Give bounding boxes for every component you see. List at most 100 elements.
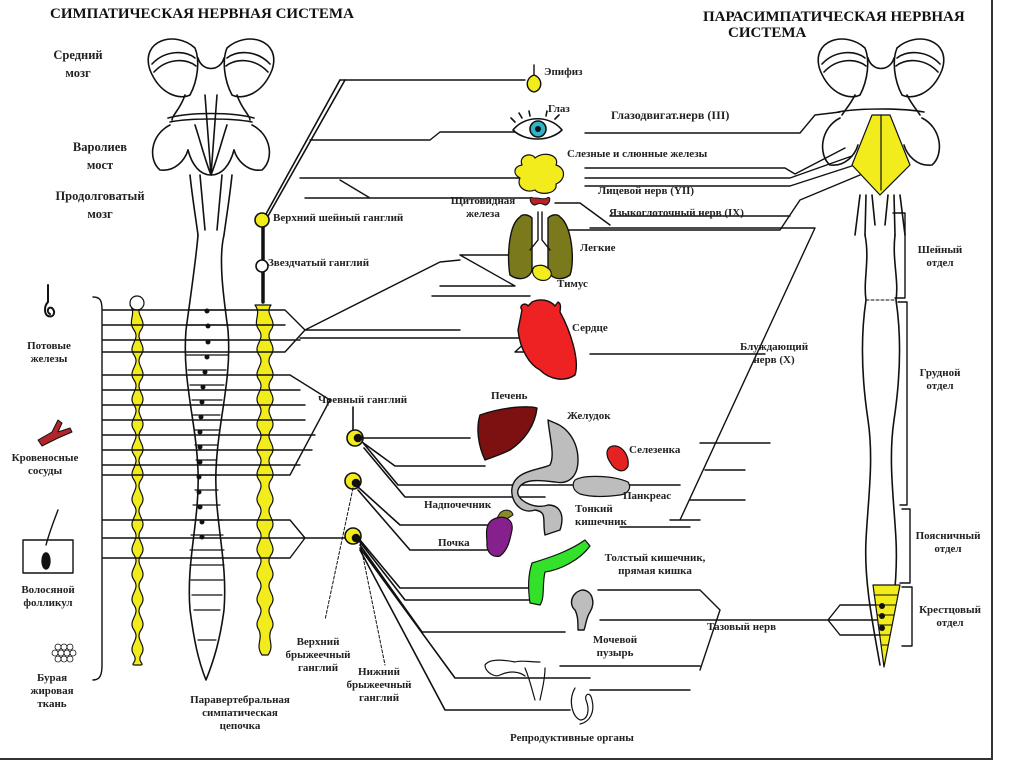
liver [477,406,538,461]
sympathetic-system-title: СИМПАТИЧЕСКАЯ НЕРВНАЯ СИСТЕМА [50,6,354,22]
label-thyroid-line2: железа [466,208,500,220]
label-cervical-line2: отдел [926,257,954,269]
label-oculomotor-nerve: Глазодвигат.нерв (III) [611,108,730,122]
brown-fat-icon [51,643,77,663]
label-hair-line2: фолликул [23,597,73,609]
label-pons-line1: Варолиев [72,140,128,154]
label-cervical-line1: Шейный [917,244,963,256]
label-sacral-line2: отдел [936,617,964,629]
spleen [606,445,629,472]
left-spinal-cord [184,234,230,681]
thymus [531,264,552,281]
superior-cervical-ganglion [254,212,270,228]
label-vagus-line2: нерв (X) [753,354,795,366]
label-eye: Глаз [548,103,570,115]
label-thoracic-line1: Грудной [919,367,961,379]
label-sup-mes-line1: Верхний [296,636,340,648]
diagram-frame [0,0,993,760]
label-small-int-line2: кишечник [575,516,627,528]
sacral-dots [879,603,885,631]
label-fat-line2: жировая [30,685,74,697]
label-thyroid-line1: Щитовидная [450,195,516,207]
label-medulla-line2: мозг [87,207,113,221]
cervical-ganglia [254,79,346,304]
label-stomach: Желудок [567,410,611,422]
label-medulla-line1: Продолговатый [55,189,145,203]
label-large-int-line1: Толстый кишечник, [604,552,706,564]
label-large-int-line2: прямая кишка [618,565,692,577]
right-brainstem [817,38,945,236]
label-lumbar-line2: отдел [934,543,962,555]
label-spleen: Селезенка [629,444,681,456]
prevertebral-ganglia [324,406,681,711]
stellate-ganglion [255,259,269,273]
large-intestine [528,539,591,606]
pineal-gland [526,64,542,93]
label-reproductive-organs: Репродуктивные органы [510,732,634,744]
label-fat-line1: Бурая [36,672,68,684]
label-vagus-line1: Блуждающий [739,341,809,353]
parasympathetic-paths [554,111,886,691]
label-glossopharyngeal-nerve: Языкоглоточный нерв (IX) [609,207,744,219]
label-medulla: Продолговатый мозг [44,187,156,223]
right-sympathetic-chain [254,304,274,656]
label-sacral-line1: Крестцовый [919,604,981,616]
label-midbrain-line1: Средний [53,48,103,62]
uterus [484,659,546,701]
label-chain-line2: симпатическая [202,707,278,719]
label-fat-line3: ткань [37,698,67,710]
label-midbrain-line2: мозг [65,66,91,80]
urinary-bladder [570,589,594,631]
hair-follicle-icon [22,509,74,574]
label-thymus: Тимус [557,278,588,290]
label-pineal: Эпифиз [544,66,583,78]
label-stellate-ganglion: Звездчатый ганглий [268,257,370,269]
label-kidney: Почка [438,537,470,549]
label-lumbar-line1: Поясничный [915,530,981,542]
left-sympathetic-chain [129,295,145,666]
label-sweat-line2: железы [30,353,68,365]
label-bladder-line1: Мочевой [592,634,638,646]
label-sup-mes-line2: брыжеечный [285,649,351,661]
salivary-lacrimal-glands [514,153,565,194]
lungs [507,211,573,280]
spinal-section-brackets [892,212,913,647]
label-bladder-line2: пузырь [596,647,634,659]
left-spinal-dots [196,308,211,540]
label-large-intestine: Толстый кишечник,прямая кишка [590,552,720,578]
label-vessels-line2: сосуды [27,465,63,477]
sacral-lines [873,594,899,646]
spinal-outflow-lines [92,296,461,681]
thyroid-gland [529,196,551,206]
male-reproductive-organ [570,687,594,725]
label-hair-line1: Волосяной [21,584,75,596]
stomach [511,419,579,536]
label-sweat-line1: Потовые [27,340,71,352]
label-adrenal: Надпочечник [424,499,492,511]
label-facial-nerve: Лицевой нерв (YII) [598,185,695,197]
kidney [485,516,513,557]
left-brainstem [147,38,275,236]
label-thoracic-line2: отдел [926,380,954,392]
label-pancreas: Панкреас [623,490,672,502]
pancreas [572,475,631,497]
label-inf-mes-line1: Нижний [358,666,400,678]
blood-vessel-icon [37,419,73,447]
label-pelvic-nerve: Тазовый нерв [707,621,777,633]
label-glands: Слезные и слюнные железы [567,148,708,160]
